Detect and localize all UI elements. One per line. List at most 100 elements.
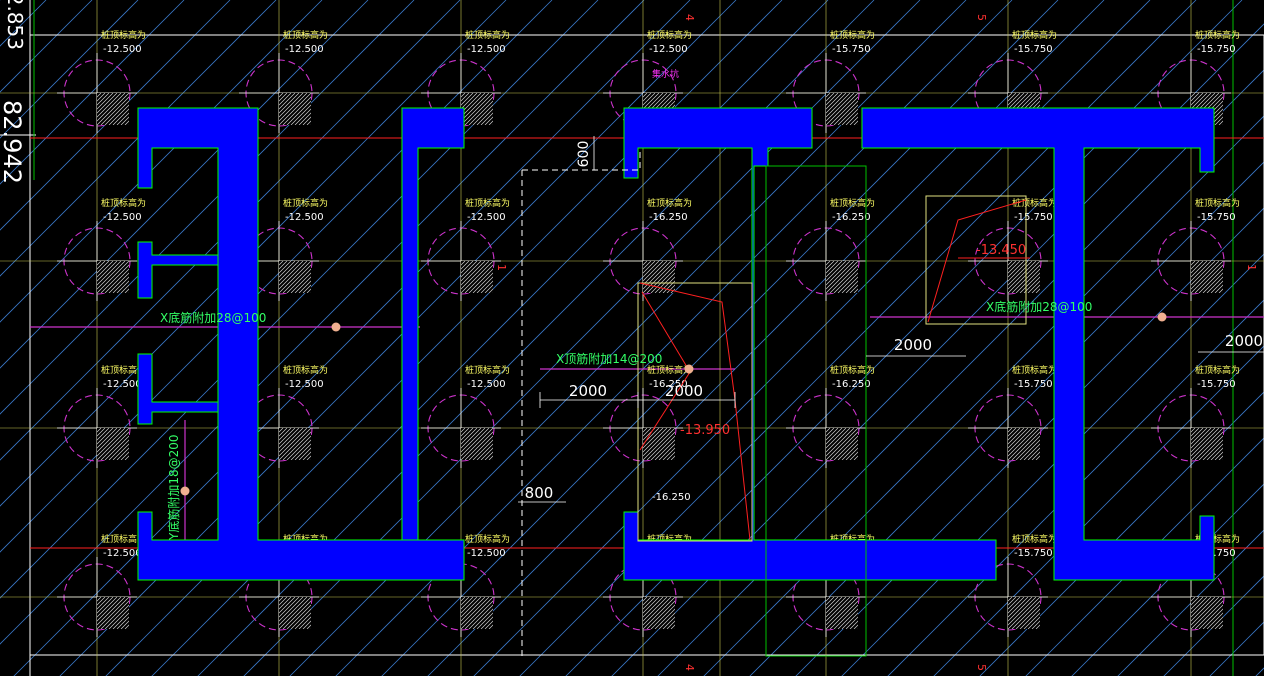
pile-label: 桩顶标高为 [647, 364, 692, 376]
pile[interactable]: 桩顶标高为 -15.750 [1151, 364, 1264, 468]
hatch-line [0, 0, 185, 185]
grid-label-mid-1-right: 1 [1245, 264, 1258, 271]
dim-2000-d: 2000 [1225, 332, 1263, 350]
pit-1-slope [639, 282, 751, 541]
pile[interactable]: 桩顶标高为-16.250 [603, 197, 735, 301]
pile[interactable]: 桩顶标高为-15.750 [968, 197, 1100, 301]
hatch-line [979, 391, 1264, 676]
pit-1-outline [637, 282, 753, 542]
pile[interactable]: 桩顶标高为-12.500 [239, 197, 371, 301]
pile-label: 桩顶标高为 [1012, 29, 1057, 41]
pile-elevation: -15.750 [1197, 548, 1236, 559]
pile-quadrant-hatch [461, 597, 493, 629]
hatch-line [795, 207, 1264, 676]
pile[interactable]: 桩顶标高为-12.500 [57, 533, 189, 637]
dim-600: 600 [576, 141, 592, 168]
hatch-line [0, 0, 139, 139]
grid-label-top-5: 5 [975, 14, 988, 21]
pile-label: 桩顶标高为 [283, 29, 328, 41]
pile[interactable]: 桩顶标高为 -12.500 [421, 29, 553, 133]
pile-quadrant-hatch [279, 261, 311, 293]
marker-dot[interactable] [1157, 312, 1167, 322]
pile-label: 桩顶标高为 [283, 197, 328, 209]
pile-label: 桩顶标高为 [1012, 533, 1057, 545]
marker-dot[interactable] [180, 486, 190, 496]
pile[interactable]: 桩顶标高为-12.500 [57, 29, 189, 133]
rebar-note-x-top-mid: X顶筋附加14@200 [556, 351, 662, 366]
pile-elevation: -15.750 [1197, 44, 1236, 55]
pile-label: 桩顶标高为 [830, 364, 875, 376]
dim-2000-c: 2000 [894, 336, 932, 354]
pile-elevation: -12.500 [103, 212, 142, 223]
pile-extra-elevation: -16.250 [652, 492, 691, 503]
pile[interactable]: 桩顶标高为-15.750 [968, 533, 1100, 637]
grid-label-mid-1: 1 [495, 264, 508, 271]
pile-elevation: -15.750 [1197, 379, 1236, 390]
pile[interactable]: 桩顶标高为-12.500 [421, 197, 553, 301]
pile-quadrant-hatch [826, 428, 858, 460]
pile-elevation: -12.500 [467, 212, 506, 223]
pit-outlines [521, 148, 1030, 660]
pile[interactable]: 桩顶标高为-16.250 [786, 364, 918, 468]
pile-quadrant-hatch [1008, 261, 1040, 293]
pile[interactable]: 桩顶标高为-12.500 [57, 364, 189, 468]
pile-elevation: -12.500 [649, 44, 688, 55]
pile-quadrant-hatch [826, 261, 858, 293]
shear-walls [137, 107, 1215, 581]
pile[interactable]: 桩顶标高为-15.750 [1151, 197, 1264, 301]
pile-elevation: -15.750 [1197, 212, 1236, 223]
pile-label: 桩顶标高为 [647, 29, 692, 41]
green-outline [765, 165, 867, 657]
pile-label: 桩顶标高为 [101, 533, 146, 545]
pile-elevation: -12.500 [467, 44, 506, 55]
pile-quadrant-hatch [1008, 428, 1040, 460]
pile[interactable]: 桩顶标高为-15.750 [968, 364, 1100, 468]
pile-elevation: -15.750 [832, 44, 871, 55]
pile-label: 桩顶标高为 [465, 533, 510, 545]
hatch-line [703, 115, 1264, 676]
pile-label: 桩顶标高为 [465, 29, 510, 41]
grid-label-bottom-4: 4 [683, 664, 696, 671]
wall-middle-u[interactable] [623, 107, 997, 581]
pile-quadrant-hatch [461, 428, 493, 460]
pile-quadrant-hatch [643, 261, 675, 293]
pile-label: 桩顶标高为 [1012, 197, 1057, 209]
pile-quadrant-hatch [279, 597, 311, 629]
pile-label: 桩顶标高为 [647, 197, 692, 209]
pile-label: 桩顶标高为 [101, 197, 146, 209]
pile[interactable]: 桩顶标高为 -12.500 [239, 29, 371, 133]
wall-col-2[interactable] [401, 107, 465, 541]
pile[interactable]: 桩顶标高为-12.500 [421, 364, 553, 468]
pile-label: 桩顶标高为 [101, 364, 146, 376]
wall-left-stub-2[interactable] [137, 353, 219, 425]
pile[interactable]: 桩顶标高为 -12.500 [57, 197, 189, 301]
red-elevation-pit-1: -13.950 [680, 423, 730, 438]
hatch-line [13, 0, 691, 676]
hatch-line [887, 299, 1264, 676]
pile-elevation: -12.500 [285, 44, 324, 55]
pile-quadrant-hatch [97, 428, 129, 460]
pile-quadrant-hatch [279, 428, 311, 460]
pile-quadrant-hatch [1191, 428, 1223, 460]
pile-label: 桩顶标高为 [101, 29, 146, 41]
pile-label: 桩顶标高为 [1195, 364, 1240, 376]
marker-dot[interactable] [684, 364, 694, 374]
red-elevation-pit-2: -13.450 [976, 243, 1026, 258]
pile[interactable]: 桩顶标高为-15.750 [786, 29, 918, 133]
wall-right-t[interactable] [861, 107, 1215, 581]
dim-2000-a: 2000 [569, 382, 607, 400]
pile[interactable]: 桩顶标高为-16.250 [603, 364, 735, 468]
marker-dot[interactable] [331, 322, 341, 332]
wall-left-stub-1[interactable] [137, 241, 219, 299]
pile[interactable]: 桩顶标高为-16.250 [786, 197, 918, 301]
left-coordinate-1: 82.942 [0, 100, 26, 184]
dim-800: 800 [525, 484, 554, 502]
pile[interactable]: 桩顶标高为-12.500 [239, 364, 371, 468]
snap-markers [180, 312, 1167, 496]
wall-left-c[interactable] [137, 107, 465, 581]
hatch-line [1117, 529, 1264, 676]
